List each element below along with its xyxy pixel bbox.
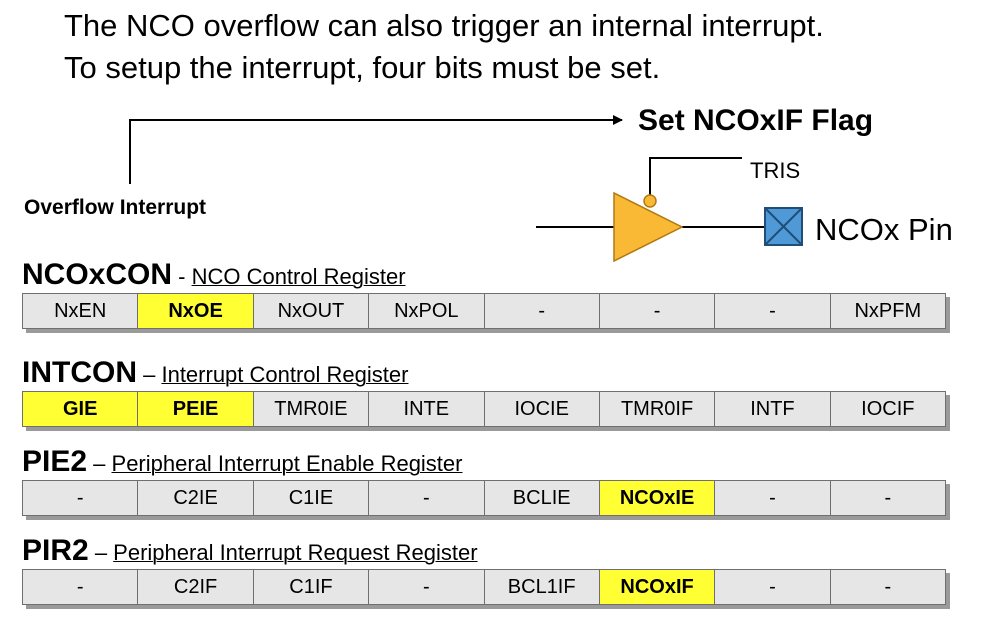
tris-label: TRIS	[750, 158, 801, 183]
register-separator: –	[88, 540, 114, 565]
tris-bubble-icon	[643, 194, 657, 208]
register-row-intcon: GIE PEIE TMR0IE INTE IOCIE TMR0IF INTF I…	[22, 391, 946, 427]
register-description: NCO Control Register	[191, 264, 406, 289]
register-row-pie2: - C2IE C1IE - BCLIE NCOxIE - -	[22, 480, 946, 516]
register-bit: -	[884, 575, 892, 598]
register-separator: –	[137, 362, 162, 387]
register-bit: -	[369, 481, 485, 515]
tris-control-line	[649, 157, 742, 195]
register-bit: NxOE	[138, 294, 254, 328]
register-bit: -	[715, 294, 831, 328]
pin-box-x-b	[764, 207, 803, 246]
register-bit: C2IF	[138, 570, 254, 604]
register-title-ncoxcon: NCOxCON - NCO Control Register	[22, 258, 406, 292]
register-bit: TMR0IE	[254, 392, 370, 426]
register-bit: INTF	[715, 392, 831, 426]
register-bit: NCOxIE	[599, 481, 716, 515]
register-bit: -	[369, 570, 485, 604]
register-bit: NxPFM	[854, 299, 922, 322]
register-name: INTCON	[22, 356, 137, 389]
register-description: Peripheral Interrupt Request Register	[113, 540, 478, 565]
register-bit: NxOUT	[254, 294, 370, 328]
register-description: Peripheral Interrupt Enable Register	[111, 451, 463, 476]
register-title-pie2: PIE2 – Peripheral Interrupt Enable Regis…	[22, 445, 462, 479]
pin-label: NCOx Pin	[815, 212, 953, 247]
register-row-pir2: - C2IF C1IF - BCL1IF NCOxIF - -	[22, 569, 946, 605]
register-bit: IOCIE	[485, 392, 600, 426]
register-bit: TMR0IF	[600, 392, 716, 426]
register-bit: C1IF	[254, 570, 370, 604]
set-flag-label: Set NCOxIF Flag	[638, 104, 874, 137]
overflow-interrupt-label: Overflow Interrupt	[24, 196, 207, 219]
register-separator: –	[87, 451, 112, 476]
register-bit: NxEN	[23, 294, 139, 328]
register-bit: -	[23, 570, 139, 604]
register-name: NCOxCON	[22, 258, 173, 291]
register-bit: C1IE	[254, 481, 370, 515]
register-row-ncoxcon: NxEN NxOE NxOUT NxPOL - - - NxPFM	[22, 293, 946, 329]
register-title-pir2: PIR2 – Peripheral Interrupt Request Regi…	[22, 534, 478, 568]
register-bit: -	[600, 294, 716, 328]
register-bit: BCL1IF	[485, 570, 600, 604]
intro-line-1: The NCO overflow can also trigger an int…	[64, 8, 824, 43]
register-separator: -	[172, 264, 192, 289]
output-buffer-icon	[613, 191, 684, 263]
register-description: Interrupt Control Register	[161, 362, 409, 387]
register-bit: -	[715, 570, 831, 604]
register-bit: PEIE	[138, 392, 254, 426]
register-name: PIR2	[22, 534, 89, 567]
register-bit: INTE	[369, 392, 485, 426]
register-bit: NxPOL	[369, 294, 485, 328]
register-bit: -	[23, 481, 139, 515]
register-bit: -	[884, 486, 892, 509]
register-bit: NCOxIF	[599, 570, 716, 604]
register-bit: C2IE	[138, 481, 254, 515]
overflow-arrow-line	[129, 115, 623, 184]
register-bit: -	[485, 294, 600, 328]
register-bit: GIE	[23, 392, 139, 426]
register-bit: -	[715, 481, 831, 515]
register-title-intcon: INTCON – Interrupt Control Register	[22, 356, 408, 390]
register-bit: IOCIF	[861, 397, 915, 420]
register-name: PIE2	[22, 445, 88, 478]
register-bit: BCLIE	[485, 481, 600, 515]
intro-line-2: To setup the interrupt, four bits must b…	[64, 50, 661, 85]
